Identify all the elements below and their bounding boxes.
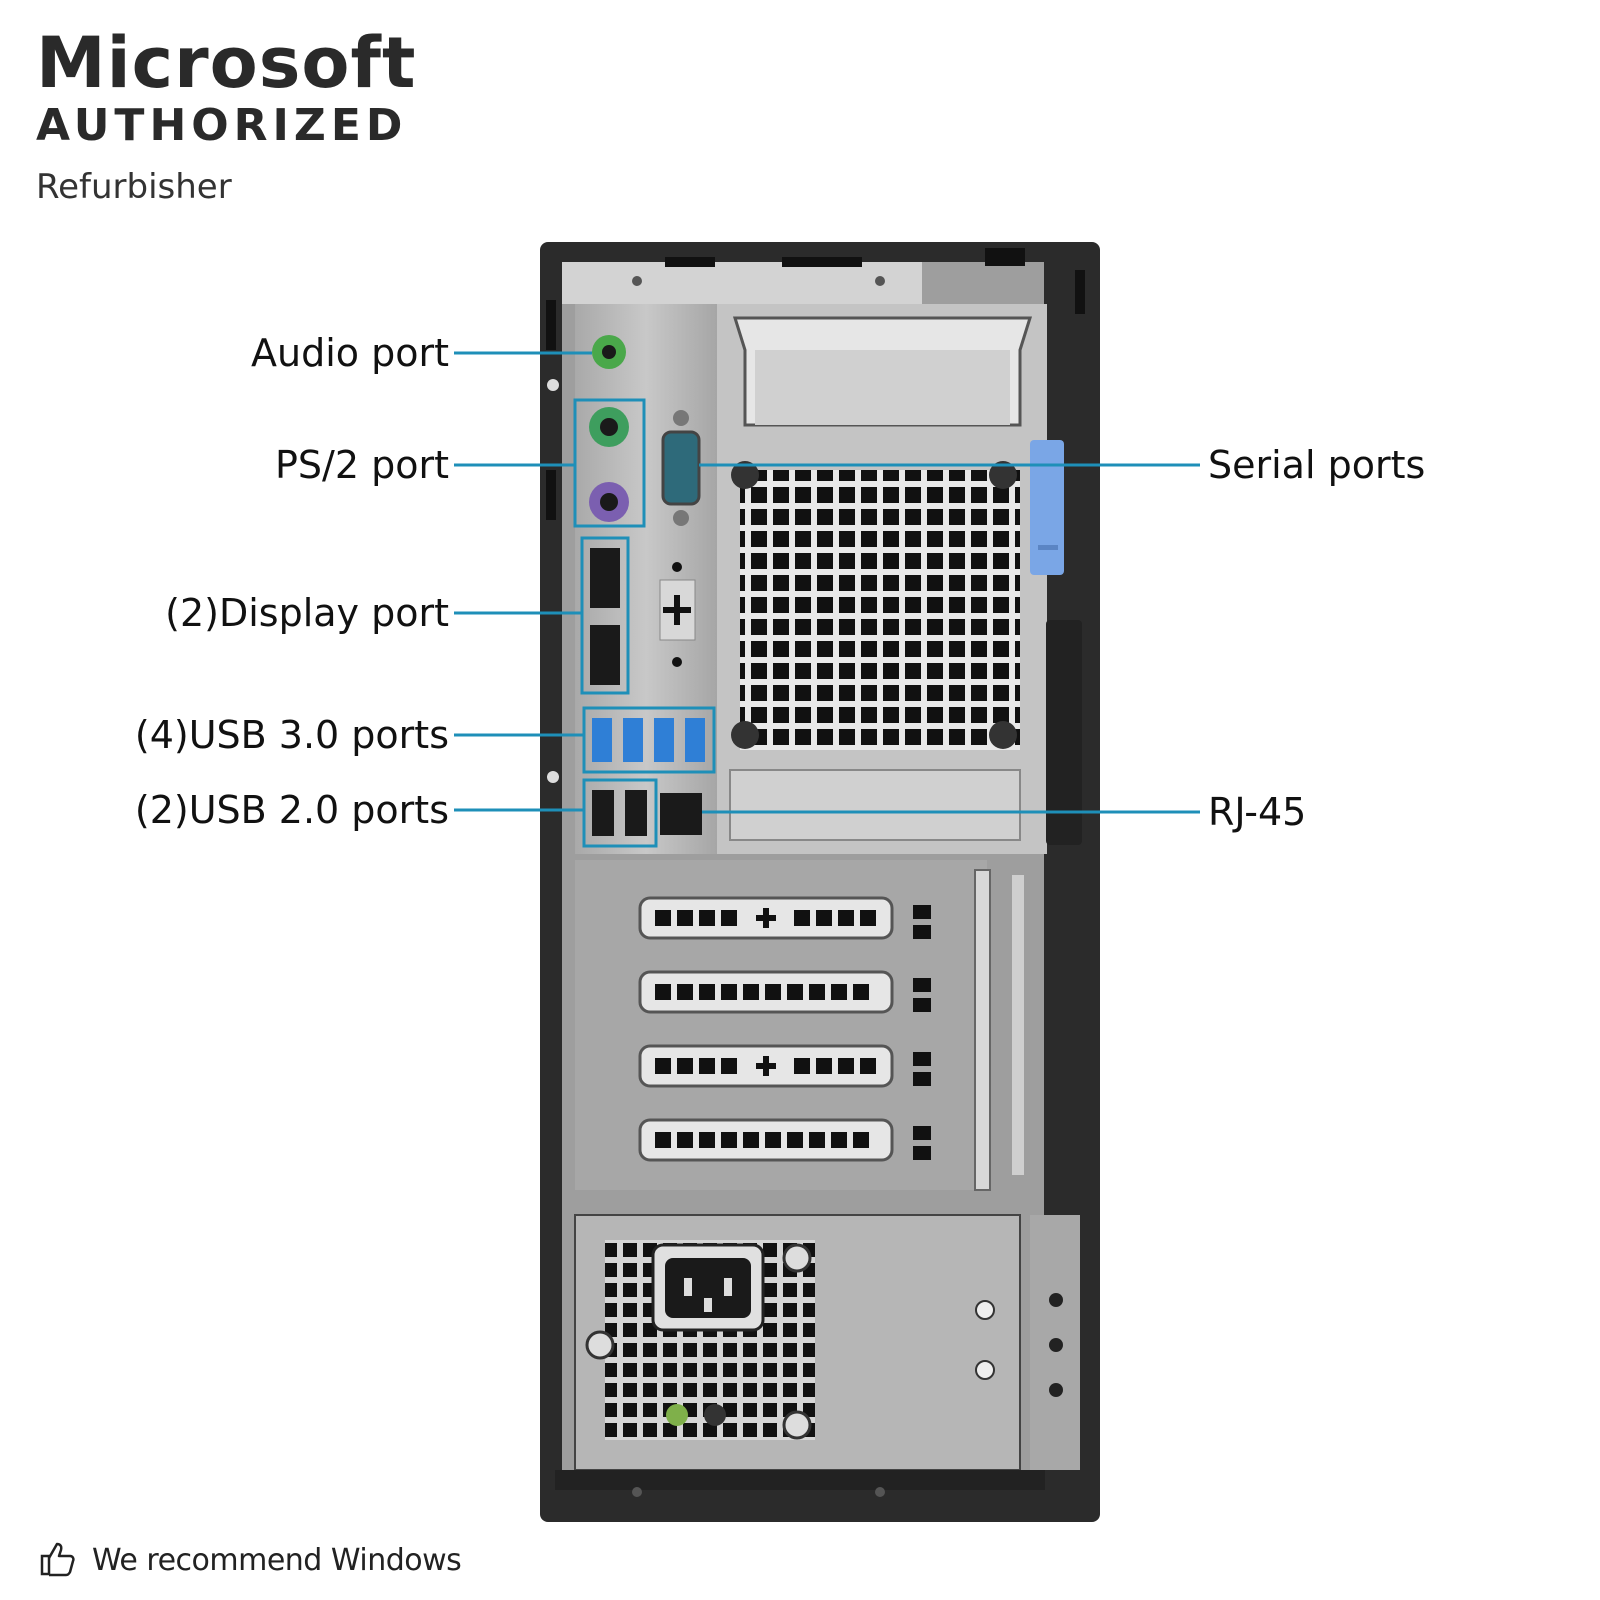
usb2-highlight xyxy=(582,778,658,848)
label-usb3-ports: (4)USB 3.0 ports xyxy=(134,713,449,757)
usb3-port-1 xyxy=(592,718,612,762)
serial-port xyxy=(661,430,701,506)
label-usb2-ports: (2)USB 2.0 ports xyxy=(134,788,449,832)
footer-recommend: We recommend Windows xyxy=(38,1538,462,1583)
fan-screw-bl xyxy=(731,721,759,749)
brand-authorized: AUTHORIZED xyxy=(36,100,408,151)
label-ps2-port: PS/2 port xyxy=(275,443,449,487)
filler-plate xyxy=(729,769,1021,841)
blue-latch xyxy=(1030,440,1064,575)
display-port-1 xyxy=(590,548,620,608)
brand-logo: Microsoft AUTHORIZED Refurbisher xyxy=(36,28,416,206)
brand-refurbisher: Refurbisher xyxy=(36,167,232,207)
usb2-port-1 xyxy=(592,790,614,836)
fan-screw-tr xyxy=(989,461,1017,489)
fan-screw-tl xyxy=(731,461,759,489)
top-panel xyxy=(562,262,922,304)
display-highlight xyxy=(580,536,630,695)
callout-lines xyxy=(454,351,1200,814)
rj45-port xyxy=(660,793,702,835)
ps2-highlight xyxy=(573,398,646,528)
brand-microsoft: Microsoft xyxy=(36,22,417,104)
psu-test-button xyxy=(666,1404,688,1426)
fan-screw-br xyxy=(989,721,1017,749)
callout-highlights xyxy=(573,398,716,848)
fan-grille xyxy=(740,470,1020,750)
label-audio-port: Audio port xyxy=(251,331,449,375)
thumbs-up-icon xyxy=(38,1538,78,1583)
usb3-port-4 xyxy=(685,718,705,762)
usb3-port-2 xyxy=(623,718,643,762)
label-display-port: (2)Display port xyxy=(165,591,449,635)
label-serial-ports: Serial ports xyxy=(1208,443,1426,487)
footer-text: We recommend Windows xyxy=(92,1543,462,1578)
usb3-port-3 xyxy=(654,718,674,762)
label-rj45: RJ-45 xyxy=(1208,790,1307,834)
usb3-highlight xyxy=(582,706,716,774)
usb2-port-2 xyxy=(625,790,647,836)
expansion-slots xyxy=(638,896,931,1162)
display-port-2 xyxy=(590,625,620,685)
